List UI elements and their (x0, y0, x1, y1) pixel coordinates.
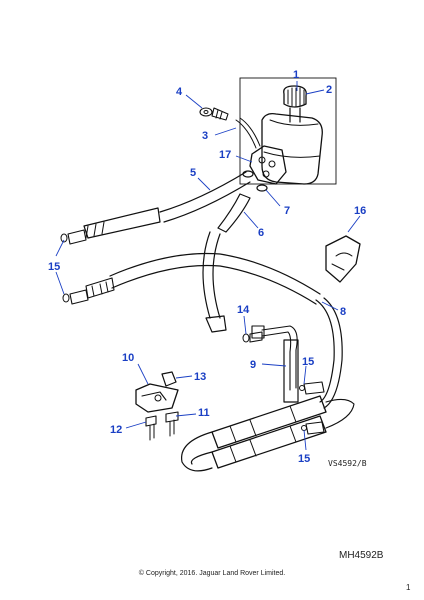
reservoir-group (239, 77, 337, 185)
callout-13: 13 (194, 371, 206, 383)
hose-5 (60, 171, 251, 245)
hose-6 (217, 193, 251, 233)
drawing-reference: VS4592/B (328, 459, 367, 468)
callout-16: 16 (354, 205, 366, 217)
reservoir-outline-box (239, 77, 337, 185)
callout-6: 6 (258, 227, 264, 239)
callouts: 1 2 3 4 5 6 7 8 9 10 11 12 13 14 15 15 1… (48, 69, 366, 465)
callout-11: 11 (198, 407, 210, 419)
return-hose (202, 231, 227, 333)
callout-10: 10 (122, 352, 134, 364)
cooler-pipes (180, 297, 355, 472)
callout-4: 4 (176, 86, 183, 98)
callout-15-right-lower: 15 (298, 453, 310, 465)
copyright-notice: © Copyright, 2016. Jaguar Land Rover Lim… (138, 570, 286, 577)
callout-14: 14 (237, 304, 250, 316)
callout-8: 8 (340, 306, 346, 318)
bracket-10 (135, 371, 179, 441)
callout-12: 12 (110, 424, 122, 436)
reservoir-cap (283, 85, 307, 108)
callout-9: 9 (250, 359, 256, 371)
hose-long (62, 252, 321, 305)
callout-2: 2 (326, 84, 332, 96)
reservoir-body (261, 112, 323, 185)
callout-15-left: 15 (48, 261, 60, 273)
callout-7: 7 (284, 205, 290, 217)
valve-block (235, 117, 287, 192)
callout-15-right-upper: 15 (302, 356, 314, 368)
callout-1: 1 (293, 69, 299, 81)
page-number: 1 (406, 583, 411, 592)
callout-3: 3 (202, 130, 208, 142)
clip-16 (325, 235, 361, 283)
diagram-code: MH4592B (339, 550, 384, 561)
callout-5: 5 (190, 167, 196, 179)
leader-lines (55, 81, 361, 451)
callout-17: 17 (219, 149, 231, 161)
bolt-washer (199, 107, 229, 121)
